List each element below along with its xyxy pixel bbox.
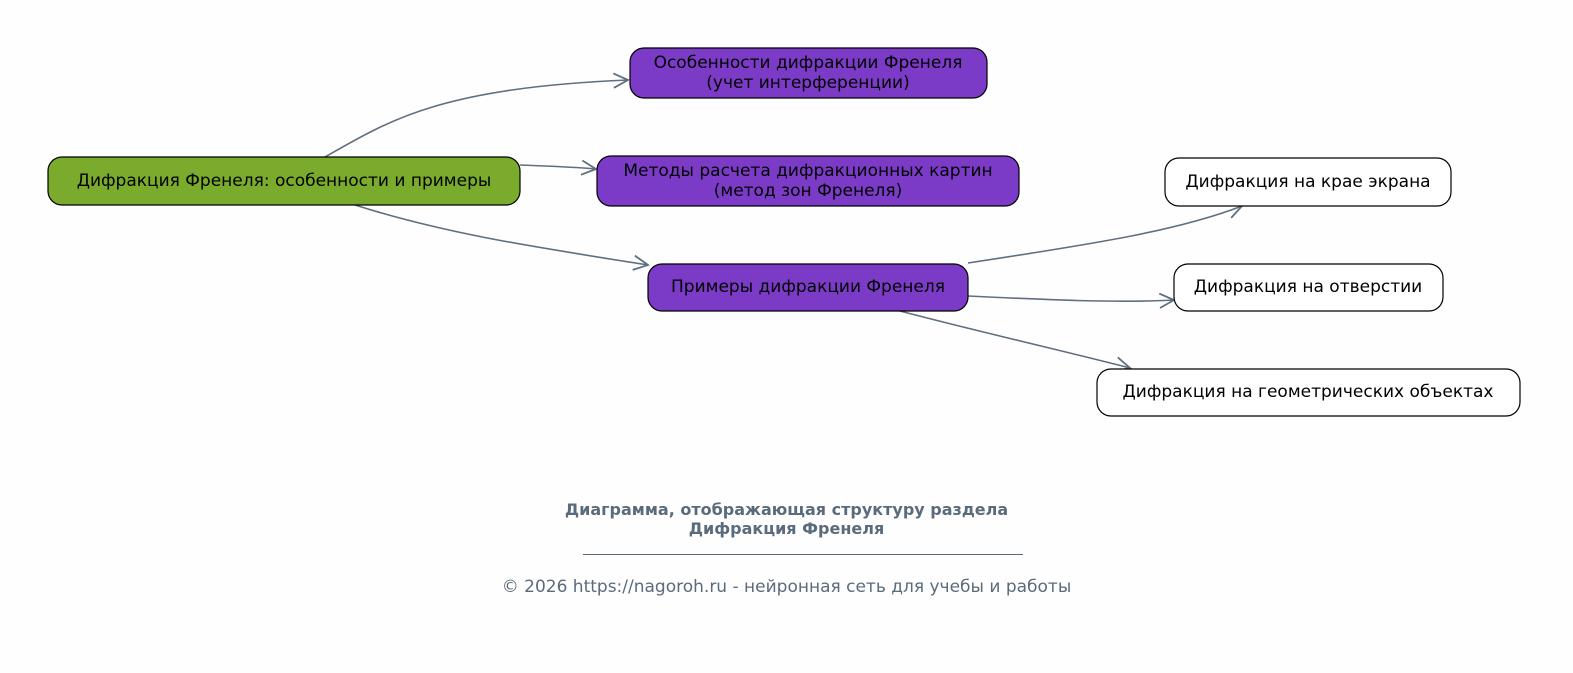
caption-line1: Диаграмма, отображающая структуру раздел…	[564, 500, 1009, 519]
node-objects-label: Дифракция на геометрических объектах	[1123, 382, 1494, 402]
footer-copyright: © 2026 https://nagoroh.ru - нейронная се…	[501, 577, 1072, 597]
node-aperture-label: Дифракция на отверстии	[1194, 277, 1422, 297]
node-examples: Примеры дифракции Френеля	[647, 263, 969, 312]
caption-line2: Дифракция Френеля	[688, 519, 885, 538]
node-examples-label: Примеры дифракции Френеля	[671, 277, 945, 297]
node-objects: Дифракция на геометрических объектах	[1096, 368, 1521, 417]
diagram-caption: Диаграмма, отображающая структуру раздел…	[0, 500, 1573, 538]
edge-examples-to-aperture	[967, 296, 1174, 301]
node-methods-line1: Методы расчета дифракционных картин	[623, 161, 992, 181]
node-methods: Методы расчета дифракционных картин (мет…	[596, 155, 1020, 207]
edge-root-to-methods	[519, 165, 596, 169]
node-features: Особенности дифракции Френеля (учет инте…	[629, 47, 988, 99]
edge-examples-to-edge	[967, 206, 1242, 264]
node-aperture: Дифракция на отверстии	[1173, 263, 1444, 312]
mind-map-diagram: Дифракция Френеля: особенности и примеры…	[47, 47, 1521, 417]
edge-root-to-features	[324, 80, 628, 158]
edge-root-to-examples	[354, 204, 648, 265]
caption-divider	[583, 554, 1023, 555]
node-root-label: Дифракция Френеля: особенности и примеры	[77, 171, 492, 191]
node-root: Дифракция Френеля: особенности и примеры	[47, 156, 521, 206]
node-edge-label: Дифракция на крае экрана	[1185, 172, 1430, 192]
node-features-line2: (учет интерференции)	[706, 73, 909, 93]
node-features-line1: Особенности дифракции Френеля	[654, 53, 963, 73]
node-edge: Дифракция на крае экрана	[1164, 157, 1452, 207]
edge-examples-to-objects	[899, 310, 1130, 368]
node-methods-line2: (метод зон Френеля)	[714, 181, 903, 201]
